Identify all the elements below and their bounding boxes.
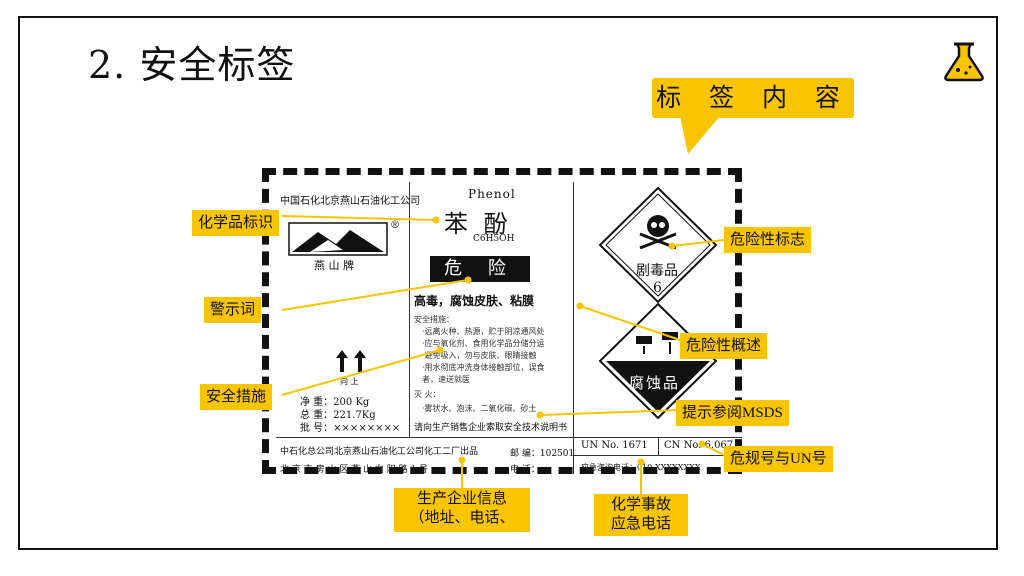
precautions-title: 安全措施： bbox=[414, 315, 454, 324]
tag-producer-info: 生产企业信息 （地址、电话、 bbox=[394, 488, 530, 532]
label-content-callout: 标 签 内 容 bbox=[652, 78, 854, 118]
gross-weight: 总 重：221.7Kg bbox=[300, 410, 376, 421]
precaution-line: ·应与氧化剂、食用化学品分储分运 bbox=[422, 339, 545, 348]
postcode: 邮 编：102501 bbox=[510, 449, 575, 459]
producer-name: 中石化总公司北京燕山石油化工公司化工二厂出品 bbox=[280, 447, 479, 457]
tag-msds: 提示参阅MSDS bbox=[676, 400, 789, 426]
precaution-line: ·远离火种、热源，贮于阴凉通风处 bbox=[422, 327, 545, 336]
tag-emergency-line2: 应急电话 bbox=[610, 516, 671, 532]
precaution-line: ·用水彻底冲洗身体接触部位，误食 bbox=[422, 363, 545, 372]
chemical-name-en: Phenol bbox=[468, 187, 516, 201]
chemical-name-cn: 苯 酚 bbox=[444, 210, 512, 238]
divider bbox=[658, 437, 659, 455]
address: 北 京 市 房 山 区 燕 山 向 阳 路 1 号 bbox=[280, 465, 429, 475]
corrosive-label: 腐蚀品 bbox=[629, 374, 681, 392]
tag-un-numbers: 危规号与UN号 bbox=[724, 446, 833, 472]
divider bbox=[573, 182, 574, 474]
brand-logo bbox=[288, 222, 388, 256]
batch-number: 批 号：×××××××× bbox=[300, 423, 401, 434]
tag-chemical-identification: 化学品标识 bbox=[192, 210, 280, 236]
registered-mark: ® bbox=[390, 220, 400, 231]
tag-emergency-line1: 化学事故 bbox=[610, 497, 671, 513]
net-weight: 净 重：200 Kg bbox=[300, 397, 370, 408]
msds-note: 请向生产销售企业索取安全技术说明书 bbox=[414, 423, 568, 433]
callout-tail bbox=[680, 116, 720, 154]
tag-signal-word: 警示词 bbox=[204, 297, 262, 323]
divider bbox=[409, 182, 410, 437]
slide-frame bbox=[18, 16, 998, 550]
fire-heading: 灭 火： bbox=[414, 390, 441, 399]
flask-icon bbox=[944, 42, 984, 82]
tag-hazard-overview: 危险性概述 bbox=[680, 333, 768, 359]
toxic-pictogram bbox=[598, 186, 718, 304]
company-name: 中国石化北京燕山石油化工公司 bbox=[280, 196, 420, 207]
tag-safety-measures: 安全措施 bbox=[200, 384, 273, 410]
tag-producer-info-line2: （地址、电话、 bbox=[409, 510, 515, 526]
brand-name: 燕 山 牌 bbox=[314, 259, 354, 272]
phone: 电 话： bbox=[510, 465, 540, 475]
divider bbox=[573, 455, 742, 456]
precaution-line: 者，速送就医 bbox=[422, 375, 470, 384]
slide-title: 2. 安全标签 bbox=[88, 43, 296, 87]
precaution-line: ·避免吸入，勿与皮肤、眼睛接触 bbox=[422, 351, 537, 360]
arrows-caption: 向 上 bbox=[340, 377, 359, 386]
hazard-summary: 高毒，腐蚀皮肤、粘膜 bbox=[414, 294, 535, 308]
tag-emergency-phone: 化学事故 应急电话 bbox=[594, 494, 688, 536]
tag-producer-info-line1: 生产企业信息 bbox=[416, 491, 507, 507]
cn-number: CN No. 6.067 bbox=[664, 440, 734, 451]
tag-hazard-sign: 危险性标志 bbox=[724, 227, 812, 253]
toxic-label: 剧毒品 bbox=[636, 263, 678, 279]
safety-label-card: 中国石化北京燕山石油化工公司 燕 山 牌 ® 向 上 净 重：200 Kg 总 … bbox=[262, 168, 742, 475]
this-way-up-icon bbox=[336, 350, 366, 372]
toxic-class: 6 bbox=[653, 280, 662, 296]
un-number: UN No. 1671 bbox=[581, 440, 648, 451]
divider bbox=[276, 437, 742, 438]
fire-text: ·雾状水、泡沫、二氧化碳、砂土 bbox=[422, 404, 537, 413]
chemical-formula: C6H5OH bbox=[473, 234, 515, 244]
corrosive-pictogram bbox=[598, 302, 718, 420]
signal-word: 危 险 bbox=[430, 256, 530, 282]
